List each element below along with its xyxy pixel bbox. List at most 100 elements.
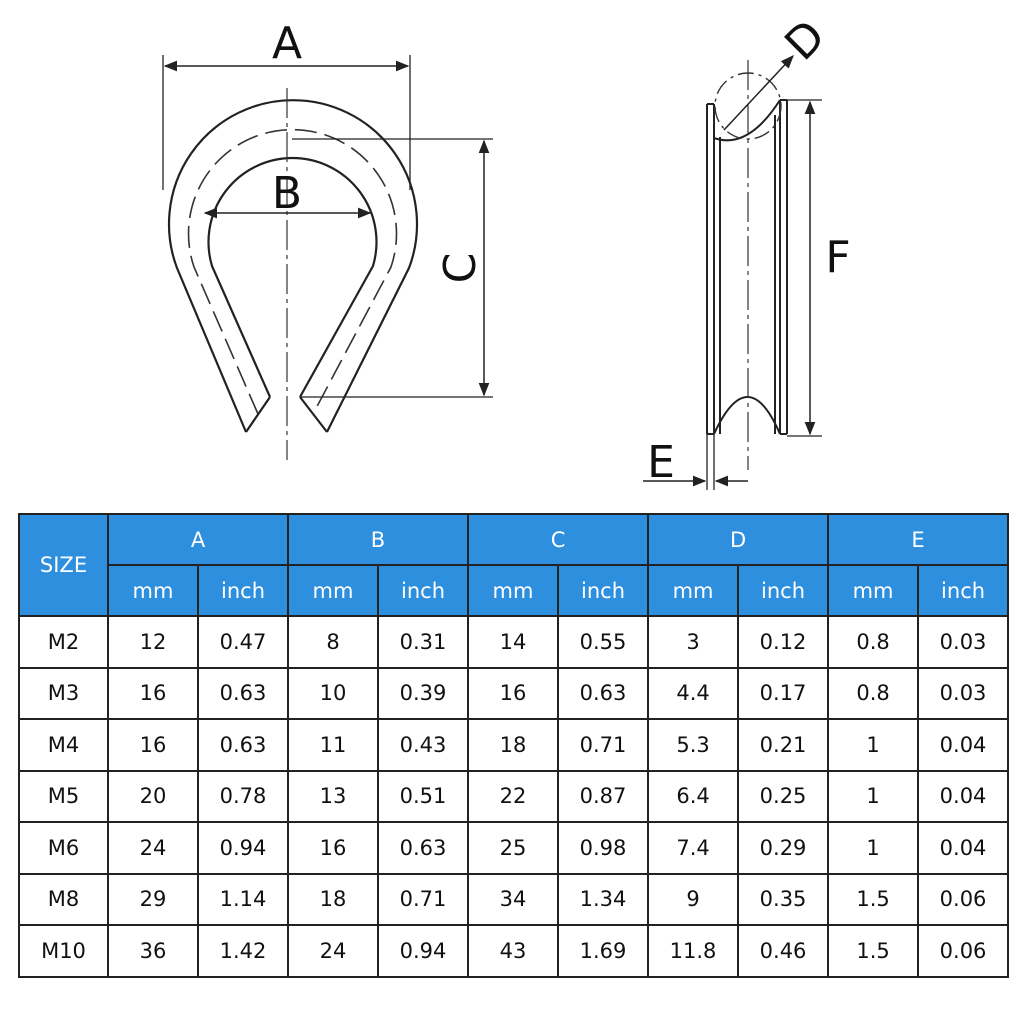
dimension-e: E bbox=[643, 434, 748, 490]
value-cell: 16 bbox=[107, 666, 199, 720]
value-cell: 9 bbox=[647, 872, 740, 926]
dimension-b: B bbox=[203, 168, 372, 219]
size-cell: M10 bbox=[18, 924, 109, 978]
value-cell: 18 bbox=[287, 872, 379, 926]
value-cell: 16 bbox=[287, 821, 379, 875]
value-cell: 1.14 bbox=[197, 872, 289, 926]
group-header-c: C bbox=[467, 513, 650, 566]
label-c: C bbox=[435, 253, 486, 284]
thimble-side-view bbox=[706, 60, 788, 470]
value-cell: 18 bbox=[467, 718, 560, 772]
value-cell: 0.21 bbox=[737, 718, 830, 772]
value-cell: 0.87 bbox=[557, 769, 650, 823]
group-header-a: A bbox=[107, 513, 289, 566]
value-cell: 0.04 bbox=[917, 718, 1010, 772]
value-cell: 13 bbox=[287, 769, 379, 823]
value-cell: 0.94 bbox=[197, 821, 289, 875]
table-header-row-groups: SIZE A B C D E bbox=[18, 513, 1010, 617]
size-column-header: SIZE bbox=[18, 513, 109, 617]
table-header-row-units: mm inch mm inch mm inch mm inch mm inch bbox=[19, 564, 1010, 617]
group-header-b: B bbox=[286, 513, 470, 566]
value-cell: 1.42 bbox=[197, 924, 289, 978]
value-cell: 1 bbox=[827, 718, 920, 772]
thimble-front-view bbox=[167, 88, 419, 460]
value-cell: 5.3 bbox=[647, 718, 740, 772]
value-cell: 0.63 bbox=[557, 666, 650, 720]
value-cell: 3 bbox=[647, 615, 740, 669]
value-cell: 0.04 bbox=[917, 821, 1010, 875]
value-cell: 0.43 bbox=[376, 718, 470, 772]
value-cell: 11 bbox=[287, 718, 379, 772]
value-cell: 0.71 bbox=[557, 718, 650, 772]
value-cell: 8 bbox=[287, 615, 379, 669]
value-cell: 20 bbox=[107, 769, 199, 823]
value-cell: 4.4 bbox=[647, 666, 740, 720]
value-cell: 0.35 bbox=[737, 872, 830, 926]
unit-header: inch bbox=[197, 564, 289, 617]
value-cell: 11.8 bbox=[647, 924, 740, 978]
value-cell: 0.63 bbox=[376, 821, 470, 875]
value-cell: 12 bbox=[107, 615, 199, 669]
size-spec-table: SIZE A B C D E mm inch mm inch mm inch m… bbox=[18, 513, 1010, 978]
thimble-outer-outline bbox=[167, 99, 419, 433]
value-cell: 0.31 bbox=[376, 615, 470, 669]
value-cell: 7.4 bbox=[647, 821, 740, 875]
size-cell: M8 bbox=[18, 872, 109, 926]
value-cell: 0.06 bbox=[917, 872, 1010, 926]
value-cell: 0.17 bbox=[737, 666, 830, 720]
value-cell: 0.25 bbox=[737, 769, 830, 823]
unit-header: inch bbox=[376, 564, 470, 617]
value-cell: 10 bbox=[287, 666, 379, 720]
size-cell: M2 bbox=[18, 615, 109, 669]
value-cell: 0.04 bbox=[917, 769, 1010, 823]
group-header-e: E bbox=[827, 513, 1010, 566]
value-cell: 0.46 bbox=[737, 924, 830, 978]
value-cell: 0.03 bbox=[917, 666, 1010, 720]
size-cell: M6 bbox=[18, 821, 109, 875]
value-cell: 0.78 bbox=[197, 769, 289, 823]
thimble-diagram: A B C D bbox=[162, 10, 851, 490]
label-a: A bbox=[272, 18, 302, 69]
value-cell: 0.29 bbox=[737, 821, 830, 875]
value-cell: 0.8 bbox=[827, 615, 920, 669]
unit-header: mm bbox=[287, 564, 379, 617]
value-cell: 24 bbox=[287, 924, 379, 978]
group-header-d: D bbox=[647, 513, 830, 566]
thimble-inner-outline bbox=[207, 156, 378, 398]
value-cell: 6.4 bbox=[647, 769, 740, 823]
value-cell: 0.71 bbox=[376, 872, 470, 926]
value-cell: 16 bbox=[467, 666, 560, 720]
value-cell: 0.63 bbox=[197, 718, 289, 772]
value-cell: 43 bbox=[467, 924, 560, 978]
value-cell: 1.34 bbox=[557, 872, 650, 926]
value-cell: 29 bbox=[107, 872, 199, 926]
value-cell: 0.63 bbox=[197, 666, 289, 720]
value-cell: 0.06 bbox=[917, 924, 1010, 978]
value-cell: 0.47 bbox=[197, 615, 289, 669]
value-cell: 14 bbox=[467, 615, 560, 669]
dimension-f: F bbox=[787, 99, 851, 437]
value-cell: 24 bbox=[107, 821, 199, 875]
value-cell: 36 bbox=[107, 924, 199, 978]
value-cell: 0.55 bbox=[557, 615, 650, 669]
value-cell: 1.5 bbox=[827, 924, 920, 978]
thimble-groove-line bbox=[187, 128, 398, 415]
value-cell: 1.5 bbox=[827, 872, 920, 926]
size-cell: M4 bbox=[18, 718, 109, 772]
value-cell: 1 bbox=[827, 769, 920, 823]
unit-header: mm bbox=[467, 564, 560, 617]
unit-header: mm bbox=[107, 564, 199, 617]
unit-header: inch bbox=[737, 564, 830, 617]
value-cell: 1.69 bbox=[557, 924, 650, 978]
unit-header: mm bbox=[827, 564, 920, 617]
label-d: D bbox=[775, 10, 835, 70]
value-cell: 25 bbox=[467, 821, 560, 875]
value-cell: 0.94 bbox=[376, 924, 470, 978]
label-b: B bbox=[272, 168, 302, 219]
value-cell: 16 bbox=[107, 718, 199, 772]
